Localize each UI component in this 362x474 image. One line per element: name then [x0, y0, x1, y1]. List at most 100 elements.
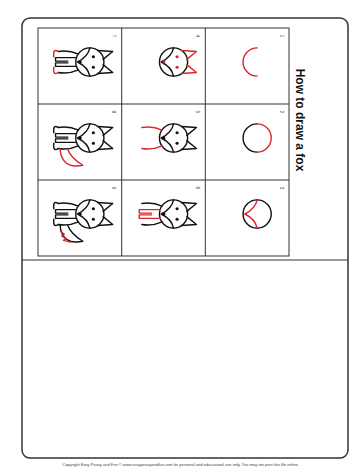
step-number: 7 [112, 35, 118, 38]
fox-stroke [98, 127, 113, 136]
fox-stroke [76, 200, 90, 228]
fox-stroke [175, 131, 178, 134]
step-number: 8 [112, 111, 118, 114]
fox-stroke [61, 232, 71, 243]
fox-stroke [90, 48, 104, 76]
fox-stroke [181, 65, 196, 74]
fox-stroke [92, 55, 95, 58]
fox-stroke [98, 217, 113, 226]
fox-stroke [90, 124, 104, 152]
fox-stroke [142, 127, 162, 130]
fox-stroke [78, 124, 90, 152]
step-number: 4 [195, 35, 201, 38]
fox-stroke [174, 124, 188, 152]
fox-stroke [162, 136, 165, 139]
divider [22, 259, 348, 260]
fox-stroke [90, 200, 104, 228]
fox-stroke [174, 48, 188, 76]
fox-stroke [181, 51, 196, 60]
fox-stroke [56, 139, 77, 143]
fox-stroke [58, 203, 78, 206]
fox-stroke [142, 222, 162, 225]
fox-stroke [60, 149, 83, 166]
fox-stroke [174, 200, 188, 228]
step-number: 5 [195, 111, 201, 114]
fox-stroke [54, 219, 59, 225]
fox-stroke [257, 124, 271, 152]
fox-stroke [92, 207, 95, 210]
fox-stroke [161, 200, 173, 228]
fox-stroke [56, 134, 77, 138]
step-grid [38, 28, 289, 256]
fox-step-drawing [243, 124, 271, 152]
fox-stroke [76, 124, 90, 152]
fox-stroke [79, 60, 82, 63]
fox-stroke [58, 51, 78, 54]
step-number: 6 [195, 187, 201, 190]
fox-step-drawing [54, 48, 113, 76]
fox-stroke [245, 200, 257, 228]
fox-stroke [92, 66, 95, 69]
fox-stroke [54, 126, 59, 132]
fox-stroke [159, 124, 173, 152]
fox-stroke [92, 142, 95, 145]
grid-line [205, 28, 206, 256]
fox-stroke [60, 225, 83, 242]
fox-step-drawing [54, 200, 113, 242]
fox-stroke [243, 200, 257, 228]
grid-line [121, 28, 122, 256]
fox-stroke [79, 212, 82, 215]
fox-stroke [161, 48, 173, 76]
fox-stroke [58, 222, 78, 225]
fox-steps [54, 48, 272, 242]
fox-stroke [56, 215, 77, 219]
fox-stroke [175, 142, 178, 145]
fox-stroke [78, 48, 90, 76]
fox-stroke [139, 210, 160, 214]
fox-stroke [78, 200, 90, 228]
fox-stroke [54, 50, 59, 56]
fox-stroke [181, 141, 196, 150]
step-number: 9 [112, 187, 118, 190]
fox-stroke [98, 65, 113, 74]
fox-stroke [142, 146, 162, 149]
fox-stroke [175, 207, 178, 210]
fox-stroke [56, 58, 77, 62]
fox-stroke [54, 143, 59, 149]
fox-stroke [58, 70, 78, 73]
fox-stroke [92, 218, 95, 221]
fox-step-drawing [139, 200, 196, 228]
fox-step-drawing [54, 124, 113, 166]
fox-stroke [54, 202, 59, 208]
fox-step-drawing [243, 200, 271, 228]
fox-stroke [181, 127, 196, 136]
fox-stroke [56, 210, 77, 214]
fox-step-drawing [142, 124, 197, 152]
fox-stroke [159, 200, 173, 228]
fox-stroke [54, 67, 59, 73]
worksheet-title: How to draw a fox [293, 69, 307, 172]
fox-stroke [139, 215, 160, 219]
fox-stroke [175, 218, 178, 221]
fox-stroke [76, 48, 90, 76]
step-number: 3 [279, 187, 285, 190]
fox-stroke [159, 48, 173, 76]
fox-stroke [243, 48, 257, 76]
step-number: 1 [279, 35, 285, 38]
fox-stroke [175, 55, 178, 58]
copyright-note: Copyright Easy Peasy and Fun © www.easyp… [63, 462, 300, 467]
fox-step-drawing [159, 48, 196, 76]
fox-stroke [162, 212, 165, 215]
fox-stroke [243, 124, 257, 152]
fox-stroke [98, 51, 113, 60]
fox-stroke [98, 141, 113, 150]
step-number: 2 [279, 111, 285, 114]
page-frame [22, 18, 348, 458]
fox-step-drawing [243, 48, 257, 76]
fox-stroke [181, 203, 196, 212]
fox-stroke [98, 203, 113, 212]
fox-stroke [161, 124, 173, 152]
fox-stroke [162, 60, 165, 63]
grid-line [38, 104, 289, 105]
